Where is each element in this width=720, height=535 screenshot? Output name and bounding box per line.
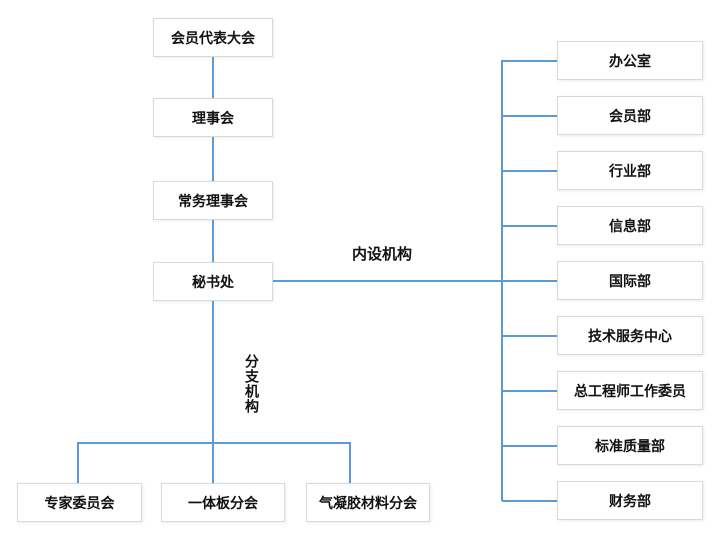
tech-service-center-box: 技术服务中心	[557, 316, 703, 355]
industry-dept-box: 行业部	[557, 151, 703, 190]
connector-line	[273, 280, 503, 282]
connector-line	[502, 390, 557, 392]
membership-dept-box: 会员部	[557, 96, 703, 135]
secretariat-box: 秘书处	[153, 262, 273, 301]
finance-dept-box: 财务部	[557, 481, 703, 520]
connector-line	[212, 301, 214, 483]
council-box: 理事会	[153, 98, 273, 137]
connector-line	[502, 280, 557, 282]
connector-line	[77, 442, 79, 483]
standing-council-box: 常务理事会	[153, 181, 273, 220]
information-dept-box: 信息部	[557, 206, 703, 245]
internal-group-label: 内设机构	[352, 246, 413, 263]
connector-line	[349, 442, 351, 483]
member-congress-box: 会员代表大会	[153, 18, 273, 57]
integrated-board-branch-box: 一体板分会	[161, 483, 285, 522]
standards-quality-dept-box: 标准质量部	[557, 426, 703, 465]
connector-line	[501, 60, 503, 501]
connector-line	[212, 220, 214, 262]
connector-line	[502, 115, 557, 117]
connector-line	[77, 442, 351, 444]
connector-line	[502, 170, 557, 172]
connector-line	[502, 335, 557, 337]
office-box: 办公室	[557, 41, 703, 80]
connector-line	[502, 60, 557, 62]
connector-line	[502, 500, 557, 502]
chief-engineer-committee-box: 总工程师工作委员	[557, 371, 703, 410]
branch-group-label: 分支机构	[244, 354, 260, 414]
connector-line	[502, 445, 557, 447]
connector-line	[212, 137, 214, 181]
connector-line	[502, 225, 557, 227]
international-dept-box: 国际部	[557, 261, 703, 300]
aerogel-materials-branch-box: 气凝胶材料分会	[306, 483, 430, 522]
expert-committee-box: 专家委员会	[17, 483, 142, 522]
connector-line	[212, 57, 214, 98]
